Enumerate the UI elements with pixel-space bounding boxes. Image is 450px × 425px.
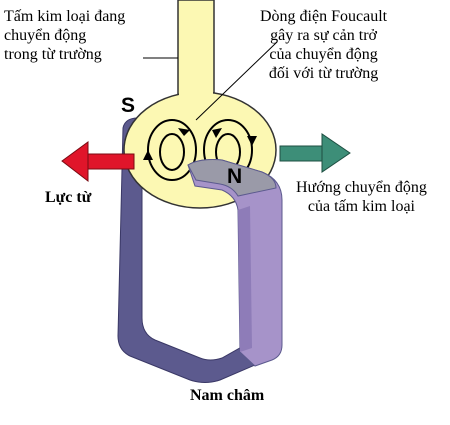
- metal-plate-label: Tấm kim loại đang chuyển động trong từ t…: [4, 7, 125, 64]
- metal-plate-label-line1: Tấm kim loại đang: [4, 8, 126, 25]
- magnet-front-face: [187, 159, 277, 197]
- motion-direction-label-line2: của tấm kim loại: [307, 198, 415, 215]
- motion-direction-label: Hướng chuyển động của tấm kim loại: [296, 178, 427, 216]
- motion-direction-label-line1: Hướng chuyển động: [296, 179, 427, 196]
- motion-direction-arrow: [279, 133, 351, 173]
- south-pole-label: S: [121, 94, 136, 117]
- eddy-pointer-line: [195, 41, 278, 121]
- eddy-current-label-line3: của chuyển động: [269, 46, 378, 63]
- plate-stem: [177, 0, 215, 103]
- eddy-current-label-line2: gây ra sự cản trở: [270, 27, 377, 44]
- magnetic-force-label: Lực từ: [45, 189, 92, 206]
- eddy-current-label: Dòng điện Foucault gây ra sự cản trở của…: [260, 7, 387, 83]
- metal-plate-label-line2: chuyển động: [4, 27, 87, 44]
- north-pole-label: N: [227, 165, 243, 188]
- eddy-arrowheads: [143, 128, 257, 160]
- magnetic-force-arrow: [61, 141, 135, 183]
- magnet-label: Nam châm: [190, 387, 265, 404]
- magnet-front-inner: [238, 206, 252, 352]
- eddy-current-label-line1: Dòng điện Foucault: [260, 8, 388, 25]
- metal-plate-label-line3: trong từ trường: [4, 46, 102, 63]
- eddy-current-label-line4: đối với từ trường: [268, 65, 379, 82]
